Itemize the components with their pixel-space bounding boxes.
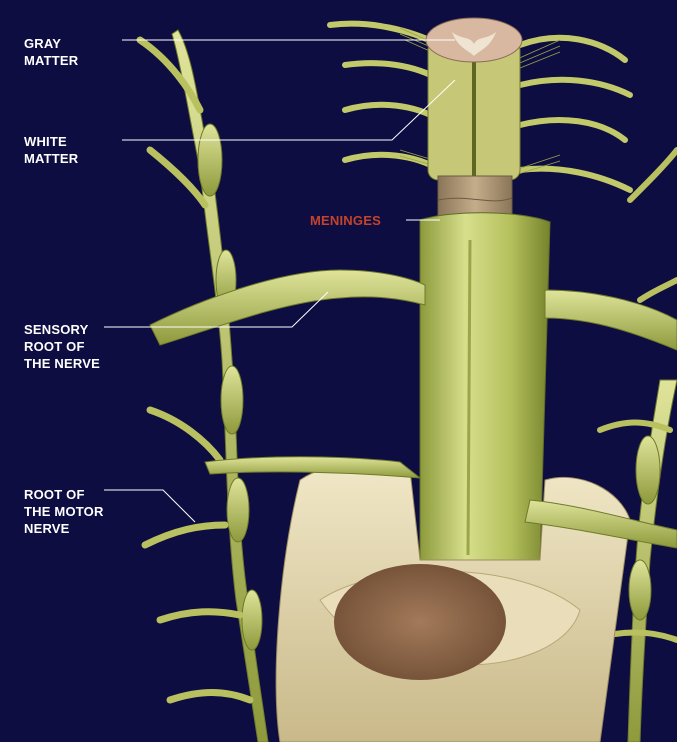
gray-matter-label: GRAY MATTER — [24, 35, 78, 69]
sensory-root-left — [150, 270, 425, 345]
sensory-root-label-line: SENSORY — [24, 321, 100, 338]
vertebral-disc — [334, 564, 506, 680]
right-nerve-chain — [628, 380, 677, 742]
sensory-root-label-line: THE NERVE — [24, 355, 100, 372]
motor-root-label-line: NERVE — [24, 520, 104, 537]
sensory-root-label-line: ROOT OF — [24, 338, 100, 355]
sensory-root-label: SENSORY ROOT OF THE NERVE — [24, 321, 100, 372]
white-matter-label: WHITE MATTER — [24, 133, 78, 167]
white-matter-label-line: MATTER — [24, 150, 78, 167]
meninges-label: MENINGES — [310, 212, 381, 229]
cord-cross-section-top — [426, 18, 522, 185]
white-matter-label-line: WHITE — [24, 133, 78, 150]
motor-root-label: ROOT OF THE MOTOR NERVE — [24, 486, 104, 537]
motor-root-label-line: ROOT OF — [24, 486, 104, 503]
motor-root-label-line: THE MOTOR — [24, 503, 104, 520]
gray-matter-label-line: GRAY — [24, 35, 78, 52]
left-nerve-chain — [172, 30, 268, 742]
gray-matter-label-line: MATTER — [24, 52, 78, 69]
sensory-root-right — [545, 290, 677, 350]
